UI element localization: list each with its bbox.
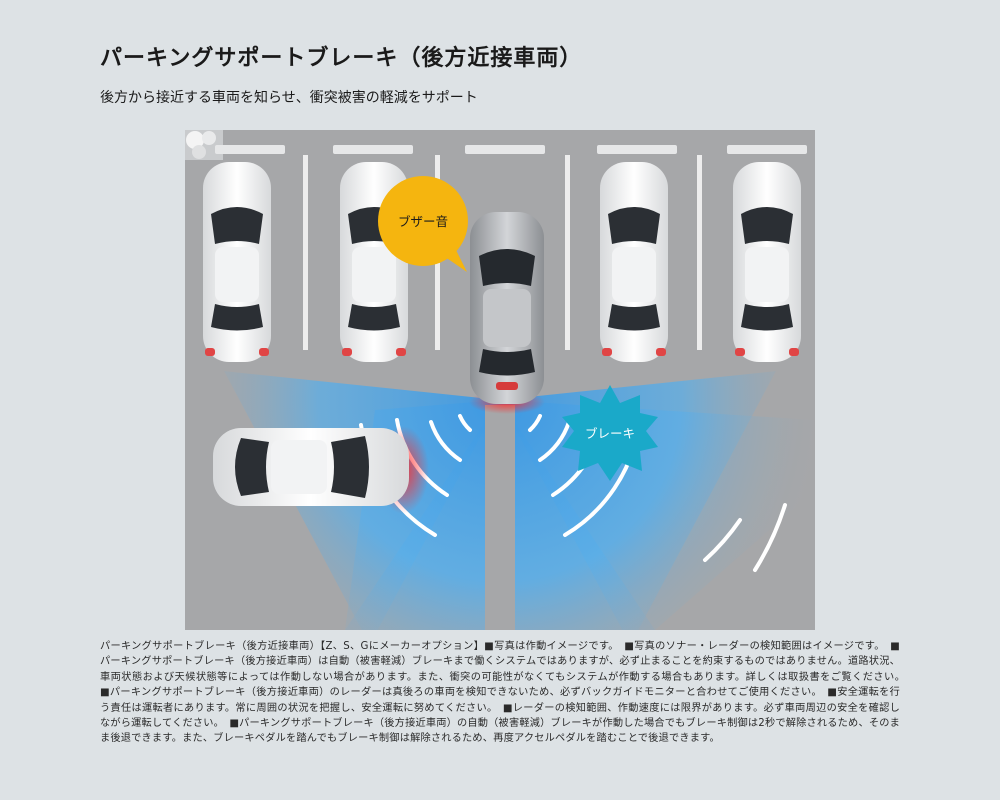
buzzer-label: ブザー音 bbox=[398, 214, 448, 229]
wheel-stops bbox=[215, 145, 807, 154]
shrub bbox=[185, 130, 223, 160]
disclaimer-text: パーキングサポートブレーキ（後方近接車両）【Z、S、Gにメーカーオプション】■写… bbox=[100, 641, 911, 745]
reversing-car bbox=[469, 212, 545, 414]
page-title: パーキングサポートブレーキ（後方近接車両） bbox=[100, 46, 583, 71]
approaching-car bbox=[213, 426, 429, 514]
buzzer-bubble: ブザー音 bbox=[378, 176, 468, 272]
brake-label: ブレーキ bbox=[585, 426, 635, 441]
parked-car bbox=[600, 162, 668, 362]
parking-illustration: ブザー音 ブレーキ bbox=[185, 130, 815, 630]
parked-car bbox=[203, 162, 271, 362]
brake-burst: ブレーキ bbox=[562, 385, 658, 481]
parked-car bbox=[733, 162, 801, 362]
aisle-strip bbox=[485, 405, 515, 630]
page-subtitle: 後方から接近する車両を知らせ、衝突被害の軽減をサポート bbox=[100, 90, 478, 106]
